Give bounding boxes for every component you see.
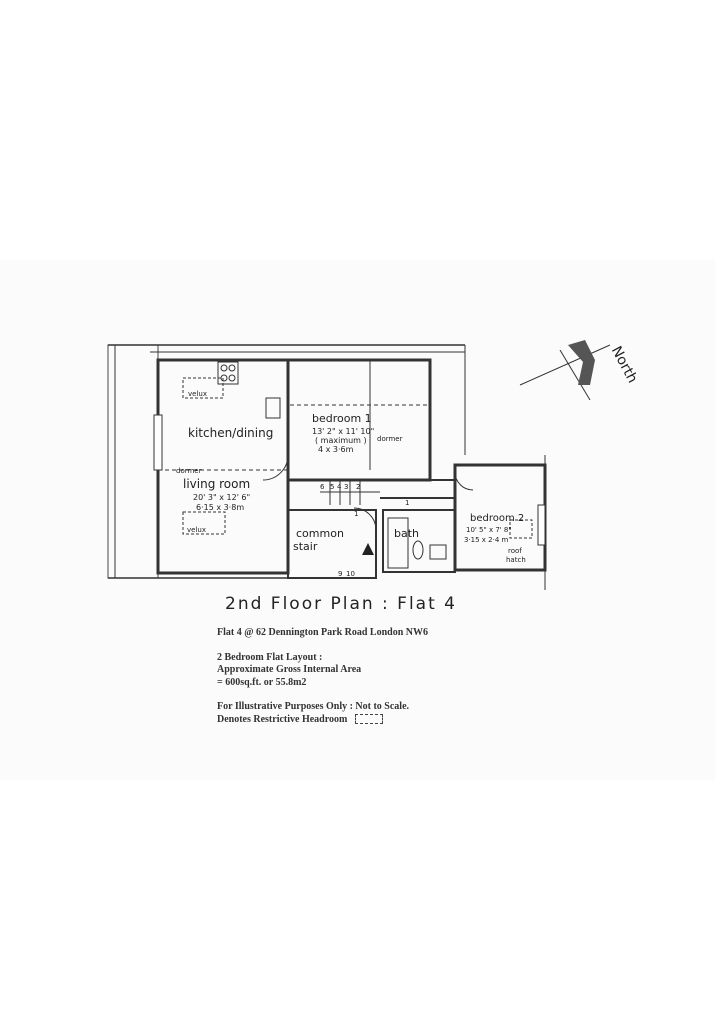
label-velux-top: velux	[188, 390, 207, 398]
bathtub	[387, 517, 409, 569]
label-dormer-left: dormer	[176, 467, 202, 475]
stair-number: 4	[337, 483, 342, 491]
label-bath: bath	[394, 527, 419, 540]
stair-number: 9	[338, 570, 342, 578]
headroom-line: Denotes Restrictive Headroom	[217, 714, 547, 727]
label-hatch: hatch	[506, 556, 526, 564]
stair-number: 6	[320, 483, 325, 491]
hob-ring	[220, 364, 228, 372]
sink	[265, 397, 281, 419]
label-kitchen-dining: kitchen/dining	[188, 426, 273, 440]
stair-number: 1	[354, 510, 358, 518]
stair-number: 1	[405, 499, 409, 507]
hob-ring	[220, 374, 228, 382]
area-label: Approximate Gross Internal Area	[217, 664, 362, 675]
living-door-swing	[262, 454, 289, 481]
cooker	[217, 361, 239, 385]
left-window	[153, 414, 163, 471]
hob-ring	[228, 374, 236, 382]
label-north: North	[608, 344, 641, 386]
label-velux-bottom: velux	[187, 526, 206, 534]
left-roof-band	[107, 344, 159, 579]
north-line	[559, 349, 591, 401]
label-bedroom2: bedroom 2	[470, 513, 524, 524]
basin	[429, 544, 447, 560]
disclaimer-line: For Illustrative Purposes Only : Not to …	[217, 701, 410, 712]
north-line	[519, 344, 611, 386]
stair-number: 3	[344, 483, 348, 491]
bedroom2-metric: 3·15 x 2·4 m	[464, 536, 509, 544]
label-roof: roof	[508, 547, 522, 555]
north-arrow	[568, 340, 595, 385]
velux-top-box	[182, 377, 224, 399]
bedroom2-door-swing	[454, 471, 474, 491]
bedroom2-imperial: 10' 5" x 7' 8"	[466, 526, 512, 534]
label-common: common	[296, 527, 344, 540]
label-dormer-right: dormer	[377, 435, 403, 443]
hob-ring	[228, 364, 236, 372]
right-window	[537, 504, 547, 546]
headroom-triangle	[362, 543, 374, 555]
bedroom1-metric: 4 x 3·6m	[318, 445, 354, 454]
headroom-text: Denotes Restrictive Headroom	[217, 713, 348, 725]
common-stair-walls	[287, 509, 377, 579]
bedroom1-imperial: 13' 2" x 11' 10"	[312, 427, 374, 436]
label-stair: stair	[293, 540, 318, 553]
stair-door-swing	[353, 507, 377, 531]
toilet	[412, 540, 424, 560]
stair-number: 10	[346, 570, 355, 578]
bath-walls	[382, 509, 456, 573]
label-bedroom1: bedroom 1	[312, 412, 372, 425]
stair-number: 5	[330, 483, 334, 491]
living-room-imperial: 20' 3" x 12' 6"	[193, 493, 250, 502]
headroom-key-box	[355, 714, 384, 725]
roof-hatch-box	[509, 519, 533, 539]
stair-number: 2	[356, 483, 360, 491]
label-living-room: living room	[183, 477, 250, 491]
living-room-metric: 6·15 x 3·8m	[196, 503, 244, 512]
address-line: Flat 4 @ 62 Dennington Park Road London …	[217, 627, 429, 638]
notes-block: Flat 4 @ 62 Dennington Park Road London …	[217, 627, 547, 726]
area-value: = 600sq.ft. or 55.8m2	[217, 676, 307, 688]
layout-line: 2 Bedroom Flat Layout :	[217, 651, 323, 663]
velux-bottom-box	[182, 511, 226, 535]
bedroom1-note: ( maximum )	[315, 436, 367, 445]
plan-title: 2nd Floor Plan : Flat 4	[225, 594, 457, 614]
